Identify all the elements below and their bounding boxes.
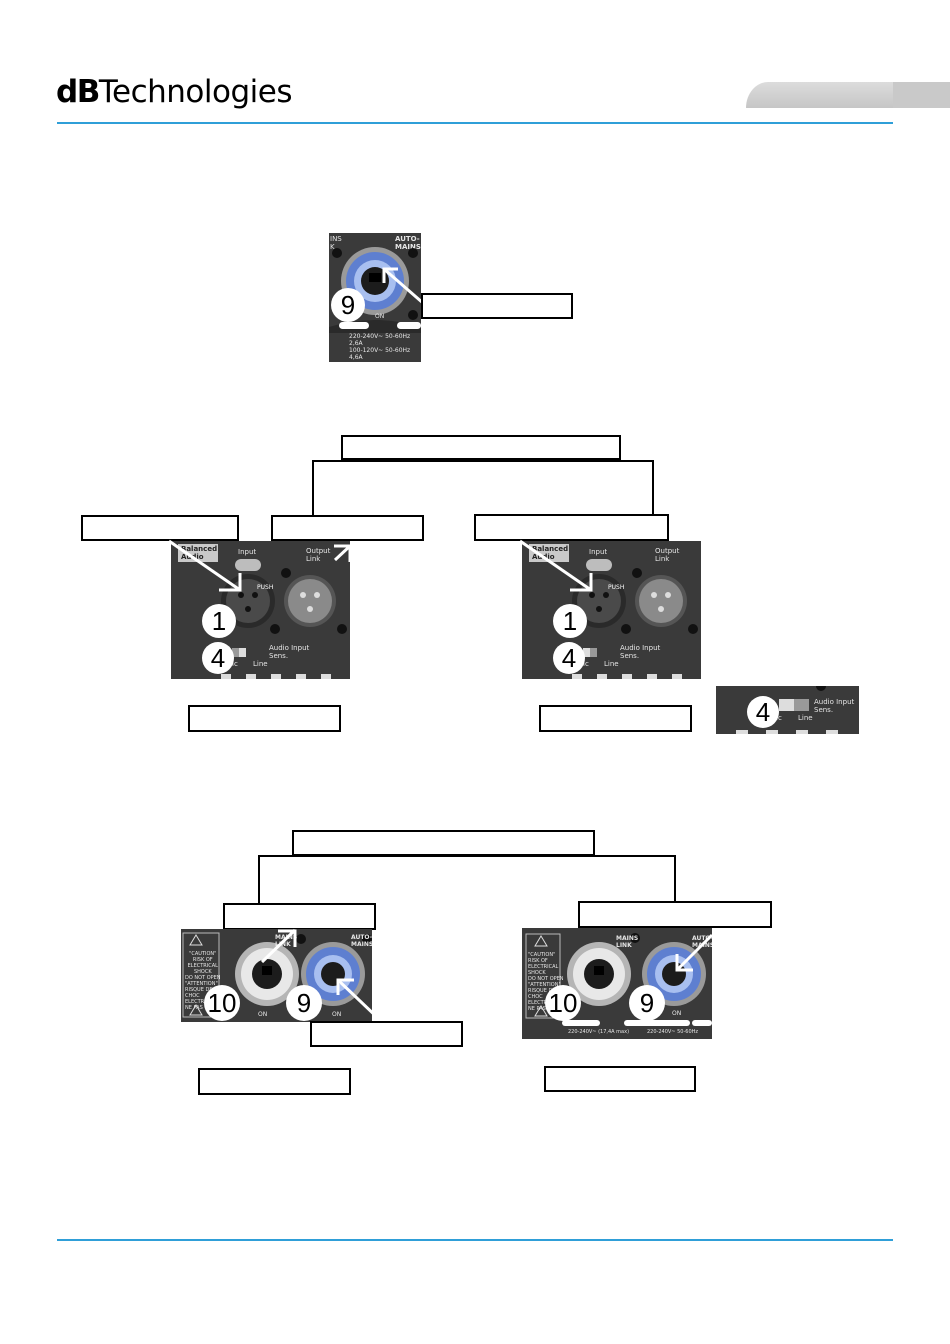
callout-box: [544, 1066, 696, 1092]
push-label: PUSH: [257, 584, 274, 591]
audio-input-sens-label: Audio Input Sens.: [620, 644, 661, 660]
spec-link-text: 220-240V~ (17,4A max): [568, 1029, 630, 1035]
input-label: Input: [238, 548, 257, 556]
figure1-top-left-label: INS K: [330, 235, 342, 251]
figure1-white-band-right: [397, 322, 421, 329]
brand-logo-bold: dB: [56, 74, 100, 110]
callout-box-heading: [341, 435, 621, 460]
caution-text: "CAUTION" RISK OF ELECTRICAL SHOCK DO NO…: [185, 951, 221, 981]
sens-switch-inset: [736, 686, 838, 734]
callout-box: [271, 515, 424, 541]
audio-input-sens-label: Audio Input Sens.: [814, 698, 855, 714]
marker-1: 1: [202, 604, 236, 638]
mains-link-label: MAINS LINK: [616, 935, 639, 949]
footer-rule: [57, 1239, 893, 1241]
header-tab-decoration-end: [893, 82, 950, 108]
output-link-label: Output Link: [655, 547, 680, 563]
caution-text: "CAUTION" RISK OF ELECTRICAL SHOCK DO NO…: [528, 952, 564, 982]
brand-logo-text: Technologies: [98, 74, 293, 110]
audio-input-sens-label: Audio Input Sens.: [269, 644, 310, 660]
callout-box: [198, 1068, 351, 1095]
marker-9: 9: [331, 288, 365, 322]
figure2-inset-panel: Audio Input Sens. Mic Line: [716, 686, 859, 734]
figure1-white-band-left: [339, 322, 369, 329]
marker-10: 10: [545, 985, 581, 1021]
output-link-label: Output Link: [306, 547, 331, 563]
callout-box: [474, 514, 669, 541]
spec-input-text: 220-240V~ 50-60Hz: [647, 1029, 699, 1035]
callout-box: [310, 1021, 463, 1047]
callout-box: [539, 705, 692, 732]
callout-box: [578, 901, 772, 928]
marker-4: 4: [747, 696, 779, 728]
on-label-input: ON: [332, 1011, 342, 1018]
figure1-top-right-label: AUTO- MAINS: [395, 235, 421, 251]
callout-box: [81, 515, 239, 541]
marker-4: 4: [553, 642, 585, 674]
marker-10: 10: [204, 985, 240, 1021]
push-label: PUSH: [608, 584, 625, 591]
balanced-audio-badge: [178, 544, 218, 562]
input-label: Input: [589, 548, 608, 556]
marker-4: 4: [202, 642, 234, 674]
marker-9: 9: [286, 985, 322, 1021]
on-label-link: ON: [258, 1011, 268, 1018]
on-label-input: ON: [672, 1010, 682, 1017]
callout-box: [188, 705, 341, 732]
brand-logo: dBTechnologies: [56, 72, 292, 112]
line-label: Line: [253, 660, 268, 668]
header-rule: [57, 122, 893, 124]
figure3-left-panel: "CAUTION" RISK OF ELECTRICAL SHOCK DO NO…: [181, 929, 372, 1022]
figure1-switch-label: ON: [375, 313, 385, 320]
xlr-connectors: [572, 559, 698, 679]
callout-box: [421, 293, 573, 319]
figure1-spec-text: 220-240V~ 50-60Hz 2,6A 100-120V~ 50-60Hz…: [349, 333, 411, 361]
auto-mains-label: AUTO- MAINS: [351, 934, 372, 948]
marker-1: 1: [553, 604, 587, 638]
line-label: Line: [798, 714, 813, 722]
balanced-audio-badge: [529, 544, 569, 562]
line-label: Line: [604, 660, 619, 668]
marker-9: 9: [629, 985, 665, 1021]
